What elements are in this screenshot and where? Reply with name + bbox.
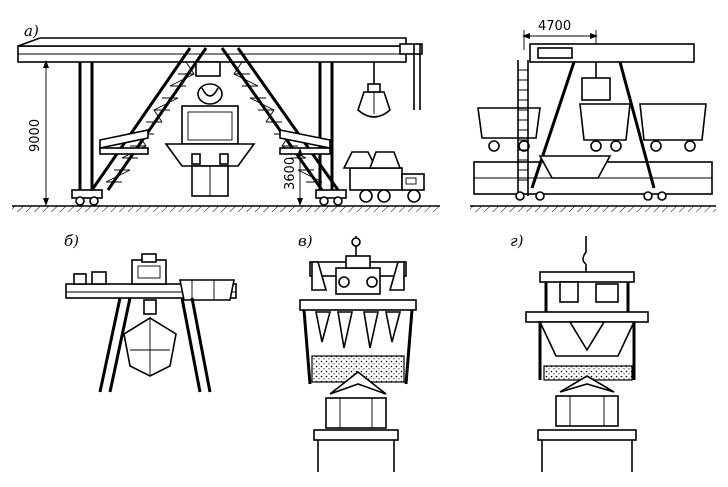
dim-9000 <box>40 60 80 206</box>
dim-4700-label: 4700 <box>538 19 571 34</box>
wagons <box>477 103 707 152</box>
figure-b: б) <box>64 232 237 393</box>
hook-icon <box>582 236 587 265</box>
truss-right <box>220 47 340 191</box>
ground-hatch-a <box>12 206 440 212</box>
label-b: б) <box>64 232 79 250</box>
truss-left <box>90 47 208 191</box>
grab-a <box>197 83 223 105</box>
funnels-v <box>315 311 402 349</box>
dim-3600-label: 3600 <box>283 157 298 190</box>
grab-hanging <box>357 83 391 118</box>
figure-v: в) <box>298 232 417 472</box>
hopper-g <box>538 321 636 357</box>
figure-a-end-view: 4700 <box>470 19 716 212</box>
label-a: а) <box>24 22 39 40</box>
dim-3600 <box>297 148 303 206</box>
ladder-tower <box>517 60 529 196</box>
truck <box>342 151 425 203</box>
girder-top <box>17 37 407 47</box>
grab-b <box>123 299 177 377</box>
cabin-b <box>131 259 167 285</box>
figure-a: а) <box>12 22 440 212</box>
figure-g: г) <box>510 232 649 472</box>
label-g: г) <box>510 232 524 250</box>
label-v: в) <box>298 232 313 250</box>
dim-9000-label: 9000 <box>28 119 43 152</box>
bunker-a <box>164 105 256 197</box>
